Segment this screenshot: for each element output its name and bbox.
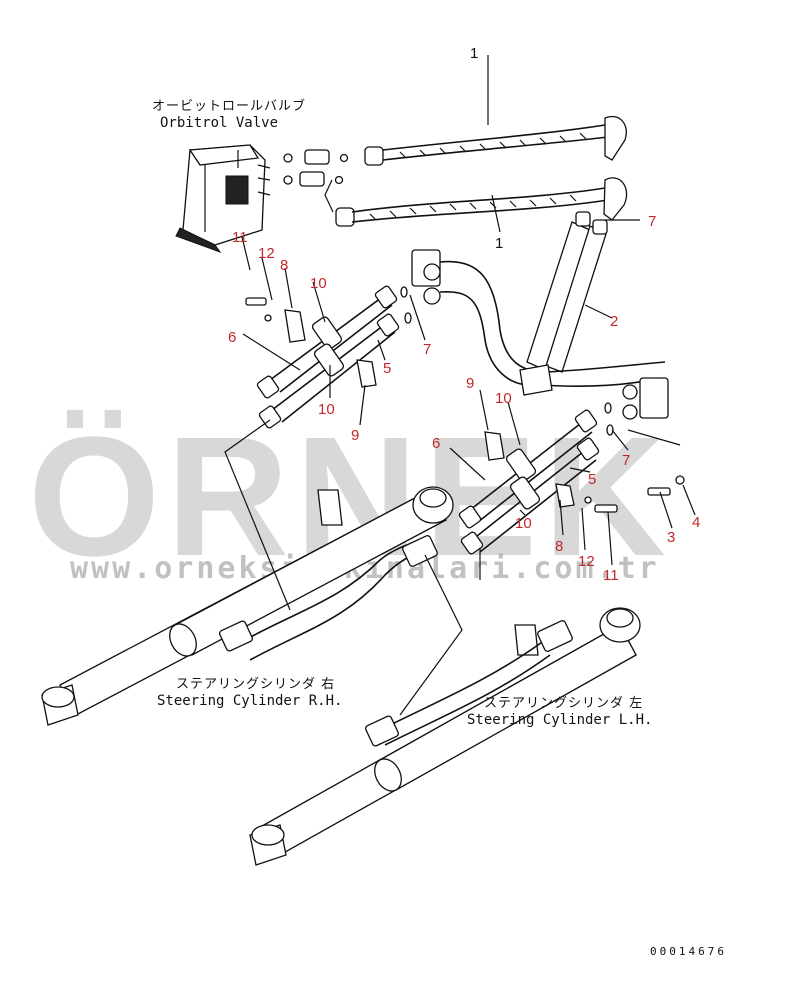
captions: オービットロールバルブ Orbitrol Valve ステアリングシリンダ 右 … [152,98,727,958]
o-rings [400,286,614,436]
callout-10-right-lower: 10 [515,515,532,532]
callout-6-left: 6 [228,329,236,346]
hose-group-right [458,409,685,555]
callout-3: 3 [667,529,675,546]
steering-pipe-2 [411,211,669,420]
hose-group-left [245,285,400,429]
callout-9-right: 9 [466,375,474,392]
orbitrol-valve-en-label: Orbitrol Valve [160,115,278,131]
steering-cylinder-lh-en-label: Steering Cylinder L.H. [467,712,652,728]
callout-1-lower: 1 [495,235,503,252]
callout-1-upper: 1 [470,45,478,62]
steering-cylinder-rh-en-label: Steering Cylinder R.H. [157,693,342,709]
callout-5-left: 5 [383,360,391,377]
callout-7-middle: 7 [423,341,431,358]
orbitrol-valve [175,144,271,254]
steering-cylinder-rh-jp-label: ステアリングシリンダ 右 [176,677,335,692]
drawing-code: 00014676 [650,945,727,958]
callout-2: 2 [610,313,618,330]
callout-4: 4 [692,514,700,531]
callout-8-right: 8 [555,538,563,555]
callout-12-right: 12 [578,553,595,570]
callout-5-right: 5 [588,471,596,488]
valve-fittings [283,146,384,227]
steering-cylinder-lh-jp-label: ステアリングシリンダ 左 [484,696,643,711]
steering-cylinder-rh [41,486,454,726]
hose-1-lower [324,177,628,223]
callout-9-left: 9 [351,427,359,444]
orbitrol-valve-jp-label: オービットロールバルブ [152,98,306,114]
callout-11-left: 11 [232,229,248,246]
callout-10-left-upper: 10 [310,275,327,292]
callout-10-left-lower: 10 [318,401,335,418]
steering-cylinder-lh [249,607,641,866]
leader-lines [224,55,696,716]
callout-11-right: 11 [603,567,619,584]
callout-8-left: 8 [280,257,288,274]
callout-numbers: 1 1 2 3 4 5 5 6 6 7 7 7 8 8 9 9 10 10 10… [228,45,700,584]
callout-6-right: 6 [432,435,440,452]
callout-10-right-upper: 10 [495,390,512,407]
callout-7-right: 7 [622,452,630,469]
callout-12-left: 12 [258,245,275,262]
hose-1-upper [382,115,627,161]
callout-7-top: 7 [648,213,656,230]
